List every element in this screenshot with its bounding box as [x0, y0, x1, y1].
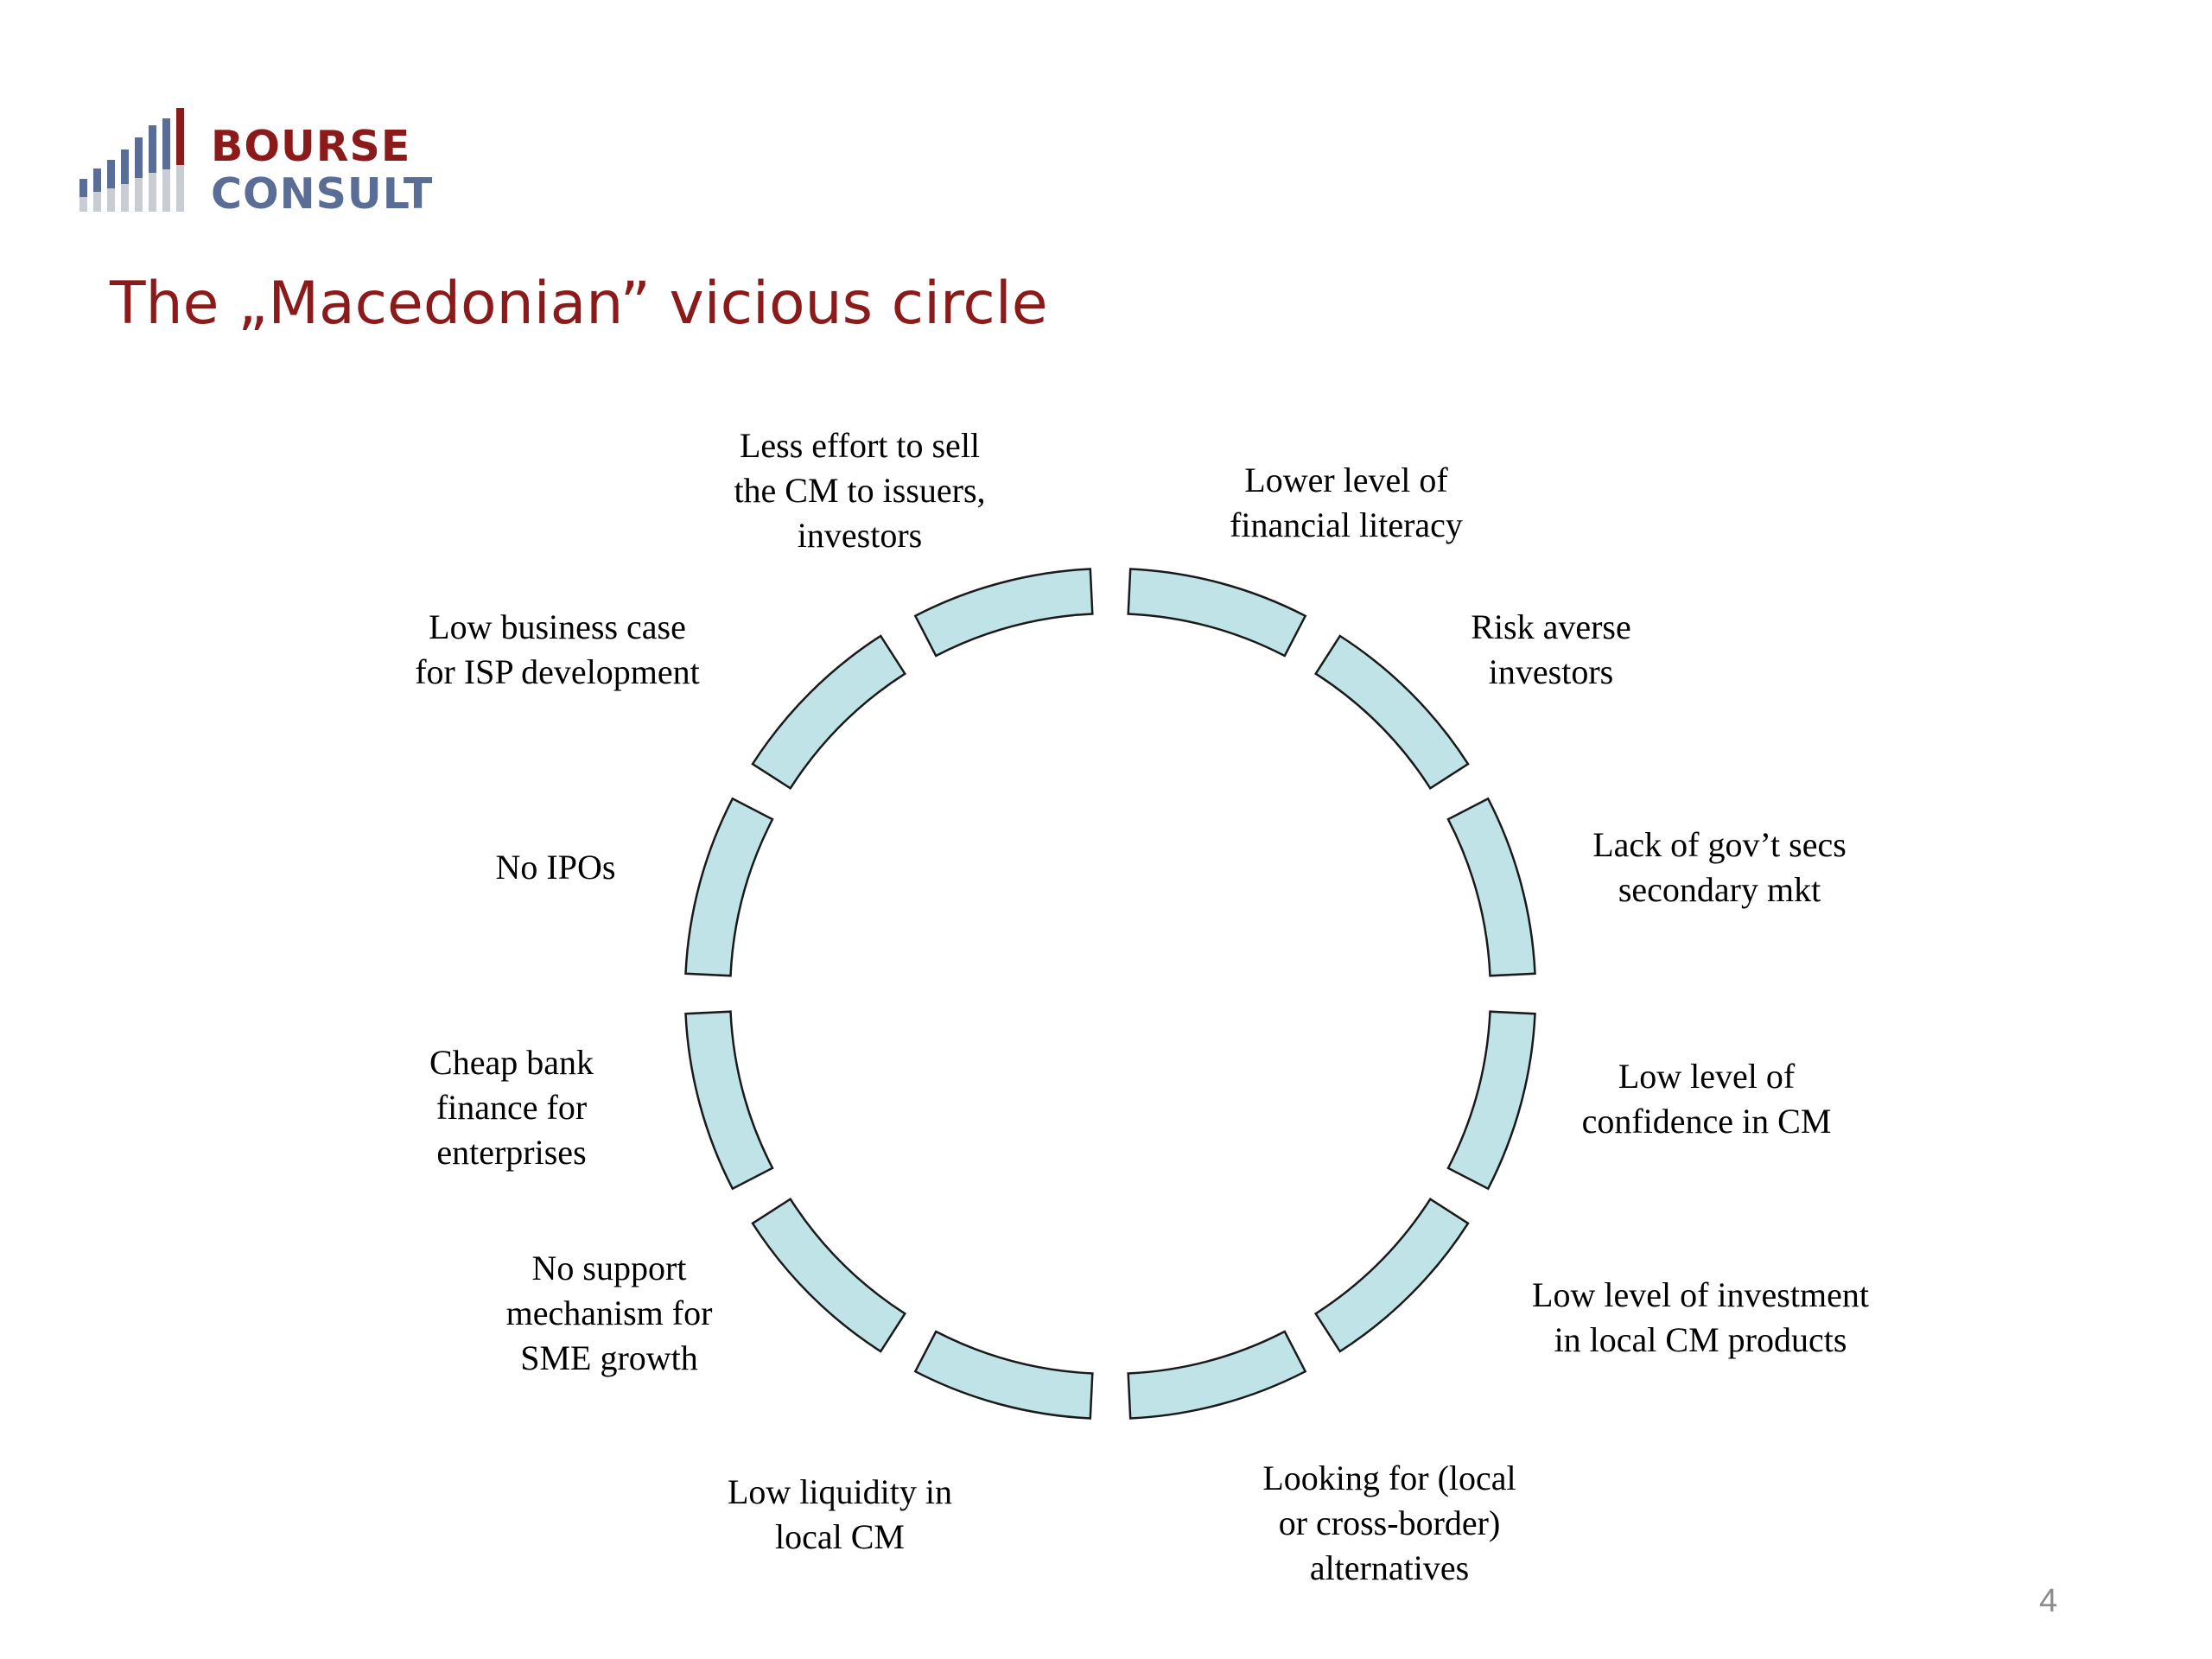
logo-bar-bottom	[149, 173, 156, 212]
logo-line-bourse: BOURSE	[211, 122, 411, 171]
logo-bar-top	[107, 160, 115, 188]
cycle-label: No support mechanism for SME growth	[505, 1249, 713, 1377]
cycle-label: Low liquidity in local CM	[728, 1472, 952, 1556]
logo-bar-top	[79, 179, 87, 197]
logo-line-consult: CONSULT	[211, 169, 434, 219]
logo-bar-bottom	[121, 184, 129, 212]
cycle-label: Looking for (local or cross-border) alte…	[1262, 1459, 1516, 1587]
logo-bar-bottom	[135, 178, 143, 212]
cycle-label: No IPOs	[495, 848, 616, 887]
cycle-segment	[913, 1330, 1094, 1420]
cycle-label: Risk averse investors	[1471, 607, 1631, 691]
page-title: The „Macedonian” vicious circle	[110, 270, 1048, 338]
cycle-segment	[1446, 1010, 1536, 1191]
logo-bar-bottom	[107, 188, 115, 212]
logo-bar-bottom	[176, 165, 184, 212]
cycle-segment	[684, 797, 774, 977]
bourse-consult-logo-text: BOURSE CONSULT	[211, 125, 433, 215]
cycle-label: Cheap bank finance for enterprises	[429, 1043, 594, 1172]
logo-bar-top	[121, 149, 129, 184]
logo-bar-top	[162, 118, 170, 169]
cycle-segment	[751, 634, 907, 791]
cycle-label: Lack of gov’t secs secondary mkt	[1592, 825, 1847, 909]
cycle-segment	[751, 1197, 907, 1353]
cycle-label: Less effort to sell the CM to issuers, i…	[734, 426, 986, 555]
logo-bar-bottom	[93, 192, 101, 212]
cycle-segment	[913, 568, 1094, 658]
bourse-consult-logo-bars	[79, 108, 184, 212]
cycle-segment	[1446, 797, 1536, 977]
cycle-label: Lower level of financial literacy	[1230, 461, 1463, 544]
cycle-label: Low level of investment in local CM prod…	[1532, 1275, 1869, 1359]
cycle-label: Low level of confidence in CM	[1581, 1057, 1832, 1141]
cycle-segment	[1313, 634, 1470, 791]
page-number: 4	[2039, 1583, 2058, 1619]
logo-bar-top	[149, 125, 156, 173]
cycle-segment	[1127, 1330, 1307, 1420]
logo-bar-bottom	[162, 169, 170, 212]
logo-bar-top	[135, 137, 143, 178]
logo-bar-bottom	[79, 197, 87, 212]
logo-bar-top	[176, 108, 184, 165]
cycle-segment	[684, 1010, 774, 1191]
logo-bar-top	[93, 168, 101, 192]
cycle-segment	[1313, 1197, 1470, 1353]
cycle-label: Low business case for ISP development	[415, 607, 700, 691]
cycle-segment	[1127, 568, 1307, 658]
